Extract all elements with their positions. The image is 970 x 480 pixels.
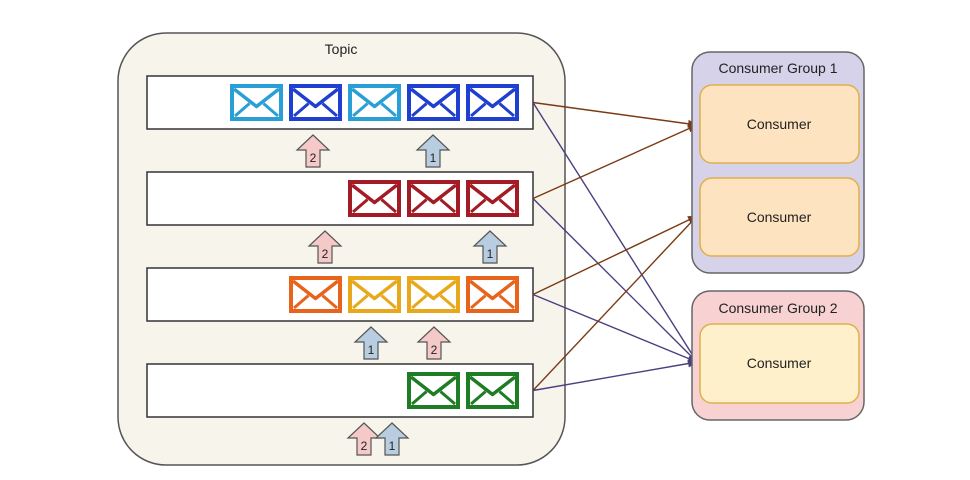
connection-arrow (532, 293, 698, 363)
connection-arrow (532, 359, 698, 392)
mail-icon (289, 84, 342, 121)
connections-layer (532, 101, 698, 392)
offset-label: 1 (389, 439, 396, 453)
offset-label: 2 (322, 247, 329, 261)
mail-icon (466, 180, 519, 217)
consumer-group-1-title: Consumer Group 1 (718, 60, 837, 76)
topic-title: Topic (325, 41, 358, 57)
mail-icon (230, 84, 283, 121)
connection-arrow (532, 198, 698, 363)
connection-arrow (532, 124, 698, 200)
mail-icon (289, 276, 342, 313)
connection-arrow (532, 215, 698, 391)
connection-arrow (532, 102, 698, 363)
messages-layer (230, 84, 519, 409)
consumer-box (699, 177, 860, 257)
consumer-label: Consumer (747, 209, 812, 225)
consumer-label: Consumer (747, 355, 812, 371)
offset-arrow (416, 326, 452, 360)
offset-arrow (353, 326, 389, 360)
mail-icon (407, 180, 460, 217)
mail-icon (466, 372, 519, 409)
offsets-layer: 2 1 2 1 1 2 2 1 (295, 134, 508, 456)
mail-icon (348, 180, 401, 217)
connection-arrow (532, 101, 698, 128)
mail-icon (407, 84, 460, 121)
offset-label: 2 (431, 343, 438, 357)
consumer-label: Consumer (747, 116, 812, 132)
offset-arrow (307, 230, 343, 264)
offset-arrow (374, 422, 410, 456)
offset-arrow (295, 134, 331, 168)
mail-icon (466, 276, 519, 313)
offset-arrow (472, 230, 508, 264)
topic-container (117, 32, 566, 466)
offset-label: 1 (487, 247, 494, 261)
connection-arrow (532, 215, 698, 296)
mail-icon (348, 84, 401, 121)
offset-arrow (415, 134, 451, 168)
offset-label: 2 (361, 439, 368, 453)
mail-icon (407, 276, 460, 313)
consumer-group-2-title: Consumer Group 2 (718, 300, 837, 316)
mail-icon (407, 372, 460, 409)
consumer-box (699, 84, 860, 164)
consumer-box (699, 323, 860, 404)
offset-label: 2 (310, 151, 317, 165)
mail-icon (466, 84, 519, 121)
offset-label: 1 (430, 151, 437, 165)
offset-label: 1 (368, 343, 375, 357)
mail-icon (348, 276, 401, 313)
